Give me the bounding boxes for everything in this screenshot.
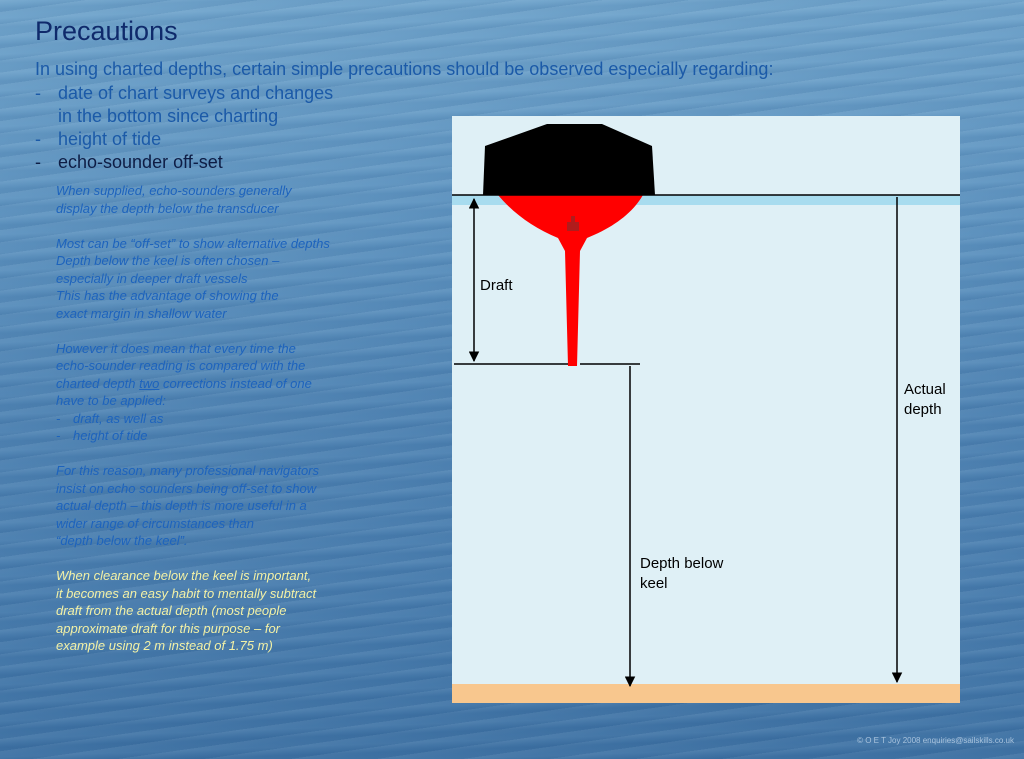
notes-line: echo-sounder reading is compared with th… [56, 358, 306, 373]
copyright-notice: © O E T Joy 2008 enquiries@sailskills.co… [857, 736, 1014, 745]
notes-line: Depth below the keel is often chosen – [56, 253, 280, 268]
notes-text: charted depth [56, 375, 140, 391]
list-item: -echo-sounder off-set [35, 151, 333, 174]
transducer-stem [571, 216, 575, 222]
bullet-text: height of tide [58, 129, 162, 149]
notes-line: When supplied, echo-sounders generally [56, 183, 292, 198]
bullet-text: in the bottom since charting [58, 106, 279, 126]
notes-text: draft, as well as [73, 410, 164, 426]
notes-line: exact margin in shallow water [56, 305, 227, 321]
notes-line: For this reason, many professional navig… [56, 463, 320, 478]
sub-dash: - [56, 428, 61, 443]
bullet-text: echo-sounder off-set [58, 152, 223, 172]
notes-paragraph: However it does mean that every time the… [56, 340, 386, 445]
list-item: -height of tide [35, 128, 333, 151]
page-title: Precautions [35, 16, 178, 46]
notes-line: especially in deeper draft vessels [56, 270, 248, 286]
draft-label: Draft [480, 277, 513, 294]
bullet-text: date of chart surveys and changes [58, 83, 334, 103]
intro-text: In using charted depths, certain simple … [35, 59, 774, 79]
water-surface-band [452, 195, 960, 205]
sub-dash: - [56, 410, 61, 426]
precautions-list: -date of chart surveys and changes in th… [35, 82, 333, 174]
notes-text: corrections instead of one [159, 375, 312, 391]
bullet-dash: - [35, 129, 41, 149]
notes-line: When clearance below the keel is importa… [56, 568, 312, 583]
bullet-dash: - [35, 83, 41, 103]
depth-diagram: Draft Actual depth Depth below keel [452, 116, 960, 703]
notes-subitem: -height of tide [56, 427, 386, 445]
emphasis-two: two [139, 375, 160, 391]
hull-below-water [498, 195, 643, 366]
actual-depth-label: depth [904, 401, 942, 418]
notes-line: it becomes an easy habit to mentally sub… [56, 585, 317, 601]
notes-line: “depth below the keel”. [56, 533, 188, 548]
notes-paragraph-highlight: When clearance below the keel is importa… [56, 567, 386, 655]
bullet-dash: - [35, 152, 41, 172]
depth-below-keel-label: keel [640, 575, 668, 592]
transducer-icon [567, 222, 579, 231]
notes-line: wider range of circumstances than [56, 515, 254, 531]
notes-line: draft from the actual depth (most people [56, 603, 287, 618]
notes-line: Most can be “off-set” to show alternativ… [56, 235, 330, 251]
notes-line: have to be applied: [56, 393, 166, 408]
notes-subitem: -draft, as well as [56, 410, 386, 428]
notes-line: This has the advantage of showing the [56, 288, 279, 303]
hull-above-water [483, 124, 655, 195]
notes-line: insist on echo sounders being off-set to… [56, 480, 317, 496]
seabed [452, 684, 960, 703]
depth-below-keel-label: Depth below [640, 555, 724, 572]
notes-line: charted depth two corrections instead of… [56, 375, 386, 393]
notes-line: approximate draft for this purpose – for [56, 620, 281, 636]
notes-line: actual depth – this depth is more useful… [56, 498, 307, 513]
notes-text: height of tide [73, 428, 148, 443]
list-item: -date of chart surveys and changes [35, 82, 333, 105]
list-item-continuation: in the bottom since charting [35, 105, 333, 128]
notes-paragraph: When supplied, echo-sounders generally d… [56, 182, 386, 217]
notes-line: example using 2 m instead of 1.75 m) [56, 638, 273, 653]
notes-paragraph: Most can be “off-set” to show alternativ… [56, 235, 386, 323]
actual-depth-label: Actual [904, 381, 946, 398]
notes-line: However it does mean that every time the [56, 340, 296, 356]
notes-paragraph: For this reason, many professional navig… [56, 462, 386, 550]
notes-panel: When supplied, echo-sounders generally d… [56, 182, 386, 672]
notes-line: display the depth below the transducer [56, 200, 279, 216]
depth-diagram-svg: Draft Actual depth Depth below keel [452, 116, 960, 703]
